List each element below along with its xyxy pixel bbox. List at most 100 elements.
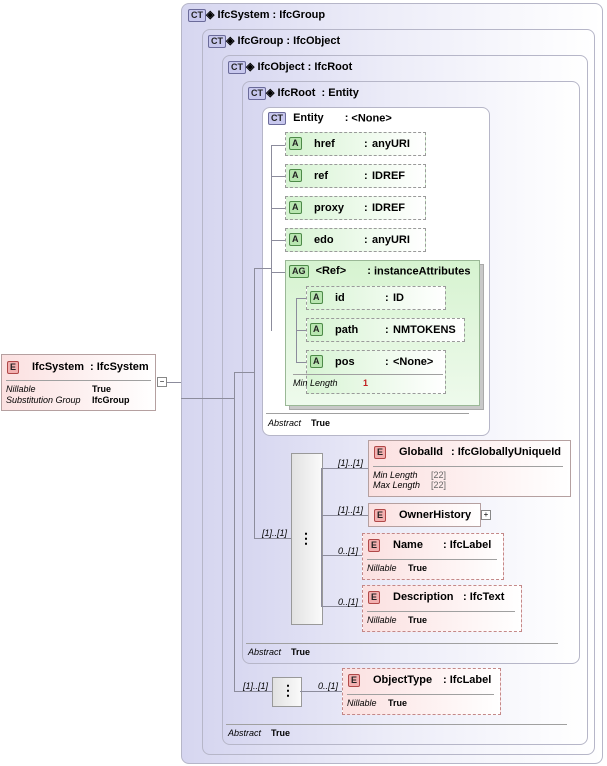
connector bbox=[254, 268, 255, 539]
element-globalid[interactable]: E GlobalId : IfcGloballyUniqueId Min Len… bbox=[368, 440, 571, 497]
ct-ifcsystem-name[interactable]: IfcSystem bbox=[217, 9, 270, 21]
attribute-type: IDREF bbox=[372, 202, 405, 214]
prop-value: IfcGroup bbox=[92, 395, 130, 405]
entity-abstract-label: Abstract bbox=[268, 418, 302, 428]
separator bbox=[347, 694, 494, 695]
collapse-icon[interactable]: − bbox=[157, 377, 167, 387]
prop-label: Substitution Group bbox=[6, 395, 81, 405]
separator bbox=[6, 380, 151, 381]
ct-tag: CT bbox=[208, 34, 226, 48]
element-type-value: IfcLabel bbox=[449, 674, 492, 686]
facet-value: True bbox=[408, 615, 428, 625]
element-objecttype[interactable]: E ObjectType : IfcLabel Nillable True bbox=[342, 668, 501, 715]
ct-tag: CT bbox=[188, 8, 206, 22]
ct-entity-base: <None> bbox=[351, 112, 392, 125]
attribute-type: NMTOKENS bbox=[393, 324, 456, 336]
root-element-ifcsystem[interactable]: E IfcSystem : IfcSystem Nillable True Su… bbox=[1, 354, 156, 411]
element-description[interactable]: E Description : IfcText Nillable True bbox=[362, 585, 522, 632]
element-type: : IfcText bbox=[463, 591, 505, 603]
attribute-proxy[interactable]: A proxy : IDREF bbox=[285, 196, 426, 220]
attribute-type-colon: : bbox=[364, 234, 368, 246]
element-name: GlobalId bbox=[399, 446, 443, 458]
sequence-compositor[interactable] bbox=[291, 453, 323, 625]
connector bbox=[321, 468, 368, 469]
element-cardinality: 0..[1] bbox=[338, 546, 359, 556]
ct-ifcgroup-name[interactable]: IfcGroup bbox=[237, 35, 284, 47]
attribute-type: IDREF bbox=[372, 170, 405, 182]
ct-ifcroot-base: Entity bbox=[328, 87, 359, 99]
ifcroot-abstract-value: True bbox=[291, 647, 311, 657]
connector bbox=[271, 272, 285, 273]
connector bbox=[321, 555, 362, 556]
connector bbox=[300, 691, 342, 692]
element-tag: E bbox=[368, 539, 381, 552]
sequence-icon: ⋮ bbox=[299, 530, 313, 546]
attribute-pos[interactable]: A pos : <None> Min Length 1 bbox=[293, 350, 446, 394]
sequence-icon: ⋮ bbox=[281, 682, 295, 698]
element-type-value: IfcLabel bbox=[449, 539, 492, 551]
connector bbox=[181, 398, 234, 399]
object-sequence-compositor[interactable] bbox=[272, 677, 302, 707]
attribute-group-tag: AG bbox=[289, 265, 309, 278]
attribute-tag: A bbox=[289, 137, 302, 150]
element-type-value: IfcSystem bbox=[96, 361, 149, 373]
connector bbox=[234, 372, 254, 373]
element-cardinality: 0..[1] bbox=[318, 681, 339, 691]
ct-ifcgroup-header: CT◈ IfcGroup : IfcObject bbox=[208, 34, 340, 48]
connector bbox=[271, 145, 272, 331]
element-tag: E bbox=[374, 509, 387, 522]
element-name: ObjectType bbox=[373, 674, 433, 686]
attribute-name: ref bbox=[314, 170, 329, 182]
attribute-tag: A bbox=[310, 291, 323, 304]
ct-ifcobject-name[interactable]: IfcObject bbox=[257, 61, 305, 73]
element-name-field[interactable]: E Name : IfcLabel Nillable True bbox=[362, 533, 504, 580]
connector bbox=[167, 382, 181, 383]
element-cardinality: 0..[1] bbox=[338, 597, 359, 607]
ct-tag: CT bbox=[228, 60, 246, 74]
separator bbox=[226, 724, 567, 725]
attribute-edo[interactable]: A edo : anyURI bbox=[285, 228, 426, 252]
attribute-type-colon: : bbox=[364, 202, 368, 214]
attribute-type-colon: : bbox=[385, 292, 389, 304]
facet-label: Min Length bbox=[293, 378, 338, 388]
facet-label: Min Length bbox=[373, 470, 418, 480]
attribute-type: ID bbox=[393, 292, 404, 304]
prop-value: True bbox=[92, 384, 112, 394]
facet-label: Nillable bbox=[347, 698, 377, 708]
attribute-type-colon: : bbox=[364, 138, 368, 150]
attribute-group-header: AG <Ref> : instanceAttributes bbox=[289, 265, 471, 278]
attribute-ref[interactable]: A ref : IDREF bbox=[285, 164, 426, 188]
separator bbox=[367, 559, 497, 560]
separator bbox=[246, 643, 558, 644]
connector bbox=[296, 298, 306, 299]
attribute-id[interactable]: A id : ID bbox=[306, 286, 446, 310]
root-sequence-cardinality: [1]..[1] bbox=[262, 528, 288, 538]
element-tag: E bbox=[374, 446, 387, 459]
facet-value: [22] bbox=[431, 480, 447, 490]
facet-value: True bbox=[388, 698, 408, 708]
expand-icon[interactable]: + bbox=[481, 510, 491, 520]
element-type-value: IfcText bbox=[469, 591, 505, 603]
element-name: OwnerHistory bbox=[399, 509, 472, 521]
attribute-href[interactable]: A href : anyURI bbox=[285, 132, 426, 156]
element-type: : IfcSystem bbox=[90, 361, 149, 373]
connector bbox=[321, 515, 368, 516]
connector bbox=[234, 691, 272, 692]
separator bbox=[367, 611, 515, 612]
separator bbox=[266, 413, 469, 414]
attribute-name: path bbox=[335, 324, 359, 336]
attribute-group-name[interactable]: <Ref> bbox=[315, 265, 347, 278]
attribute-type-colon: : bbox=[364, 170, 368, 182]
ct-ifcobject-base: IfcRoot bbox=[314, 61, 353, 73]
element-tag: E bbox=[7, 361, 20, 374]
element-type: : IfcGloballyUniqueId bbox=[451, 446, 562, 458]
ct-entity-header: CT Entity : <None> bbox=[268, 112, 392, 125]
connector bbox=[321, 606, 362, 607]
attribute-path[interactable]: A path : NMTOKENS bbox=[306, 318, 465, 342]
ct-ifcroot-name[interactable]: IfcRoot bbox=[277, 87, 316, 99]
element-type: : IfcLabel bbox=[443, 539, 492, 551]
ct-tag: CT bbox=[268, 112, 286, 125]
element-ownerhistory[interactable]: E OwnerHistory bbox=[368, 503, 481, 527]
ct-entity-name[interactable]: Entity bbox=[293, 112, 324, 125]
ct-tag: CT bbox=[248, 86, 266, 100]
